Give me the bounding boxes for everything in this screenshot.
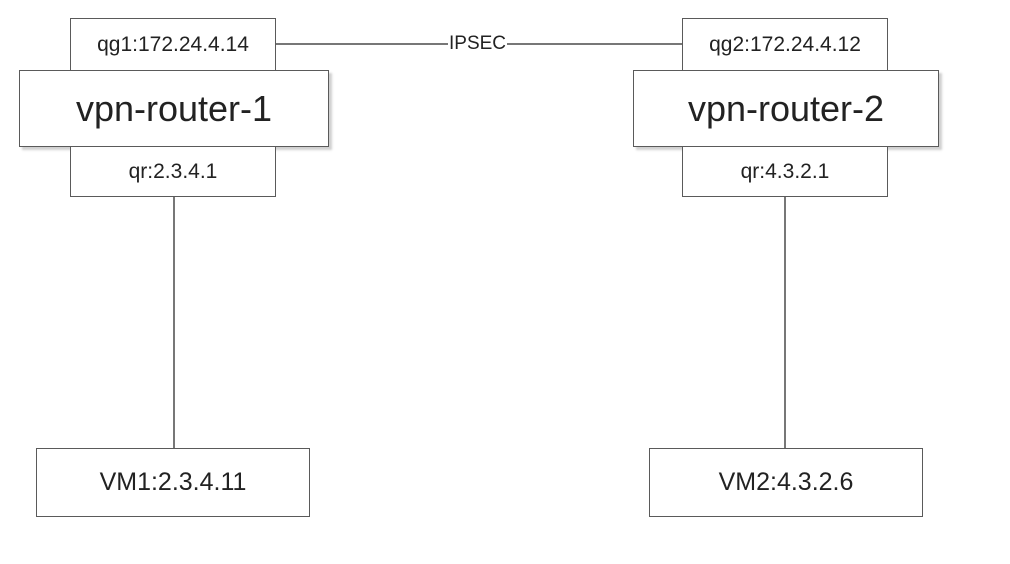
vpn-router-2-node: vpn-router-2: [633, 70, 939, 147]
site1-internal-interface: qr:2.3.4.1: [70, 146, 276, 197]
vm2-node: VM2:4.3.2.6: [649, 448, 923, 517]
site2-external-interface: qg2:172.24.4.12: [682, 18, 888, 71]
vm1-node: VM1:2.3.4.11: [36, 448, 310, 517]
site1-external-interface: qg1:172.24.4.14: [70, 18, 276, 71]
vm2-label: VM2:4.3.2.6: [718, 468, 854, 496]
site1-external-interface-label: qg1:172.24.4.14: [97, 32, 249, 56]
ipsec-link-label: IPSEC: [448, 33, 508, 55]
vpn-router-1-label: vpn-router-1: [75, 87, 273, 129]
vpn-router-1-node: vpn-router-1: [19, 70, 329, 147]
site2-internal-interface-label: qr:4.3.2.1: [740, 159, 830, 183]
site1-internal-interface-label: qr:2.3.4.1: [128, 159, 218, 183]
vm1-label: VM1:2.3.4.11: [99, 468, 247, 496]
vpn-router-2-label: vpn-router-2: [687, 87, 885, 129]
site2-external-interface-label: qg2:172.24.4.12: [709, 32, 861, 56]
site2-internal-interface: qr:4.3.2.1: [682, 146, 888, 197]
